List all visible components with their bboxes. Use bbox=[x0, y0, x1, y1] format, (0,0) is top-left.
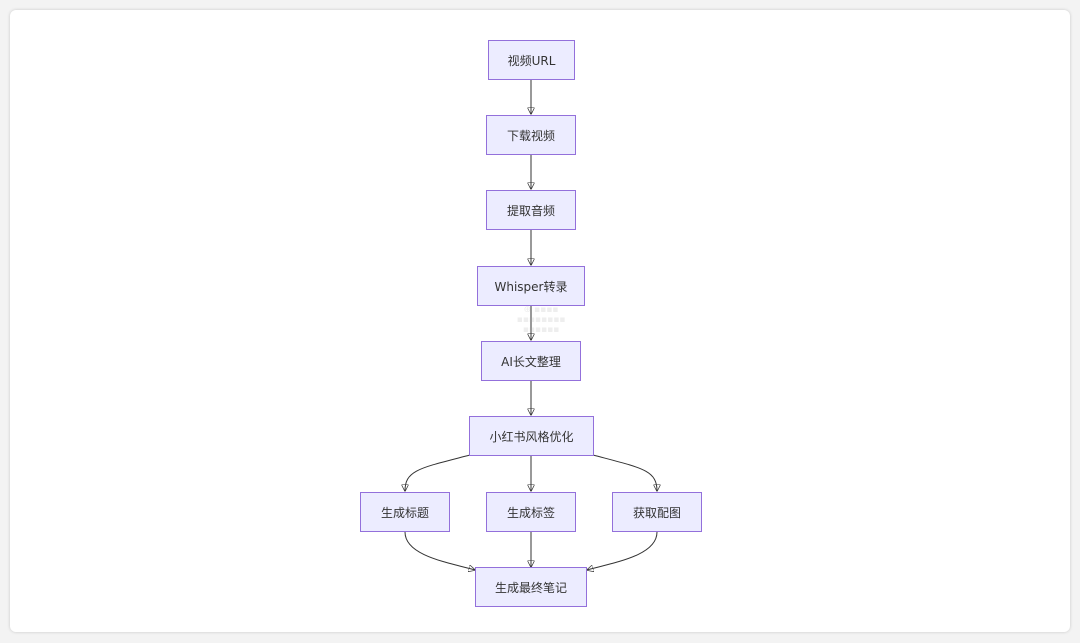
diagram-canvas bbox=[10, 10, 1070, 632]
node-final-note: 生成最终笔记 bbox=[475, 567, 587, 607]
node-get-images: 获取配图 bbox=[612, 492, 702, 532]
node-ai-organize: AI长文整理 bbox=[481, 341, 581, 381]
node-generate-title: 生成标题 bbox=[360, 492, 450, 532]
node-generate-tags: 生成标签 bbox=[486, 492, 576, 532]
node-video-url: 视频URL bbox=[488, 40, 575, 80]
node-whisper-transcribe: Whisper转录 bbox=[477, 266, 585, 306]
node-extract-audio: 提取音频 bbox=[486, 190, 576, 230]
node-download-video: 下载视频 bbox=[486, 115, 576, 155]
node-xhs-style-optimize: 小红书风格优化 bbox=[469, 416, 594, 456]
